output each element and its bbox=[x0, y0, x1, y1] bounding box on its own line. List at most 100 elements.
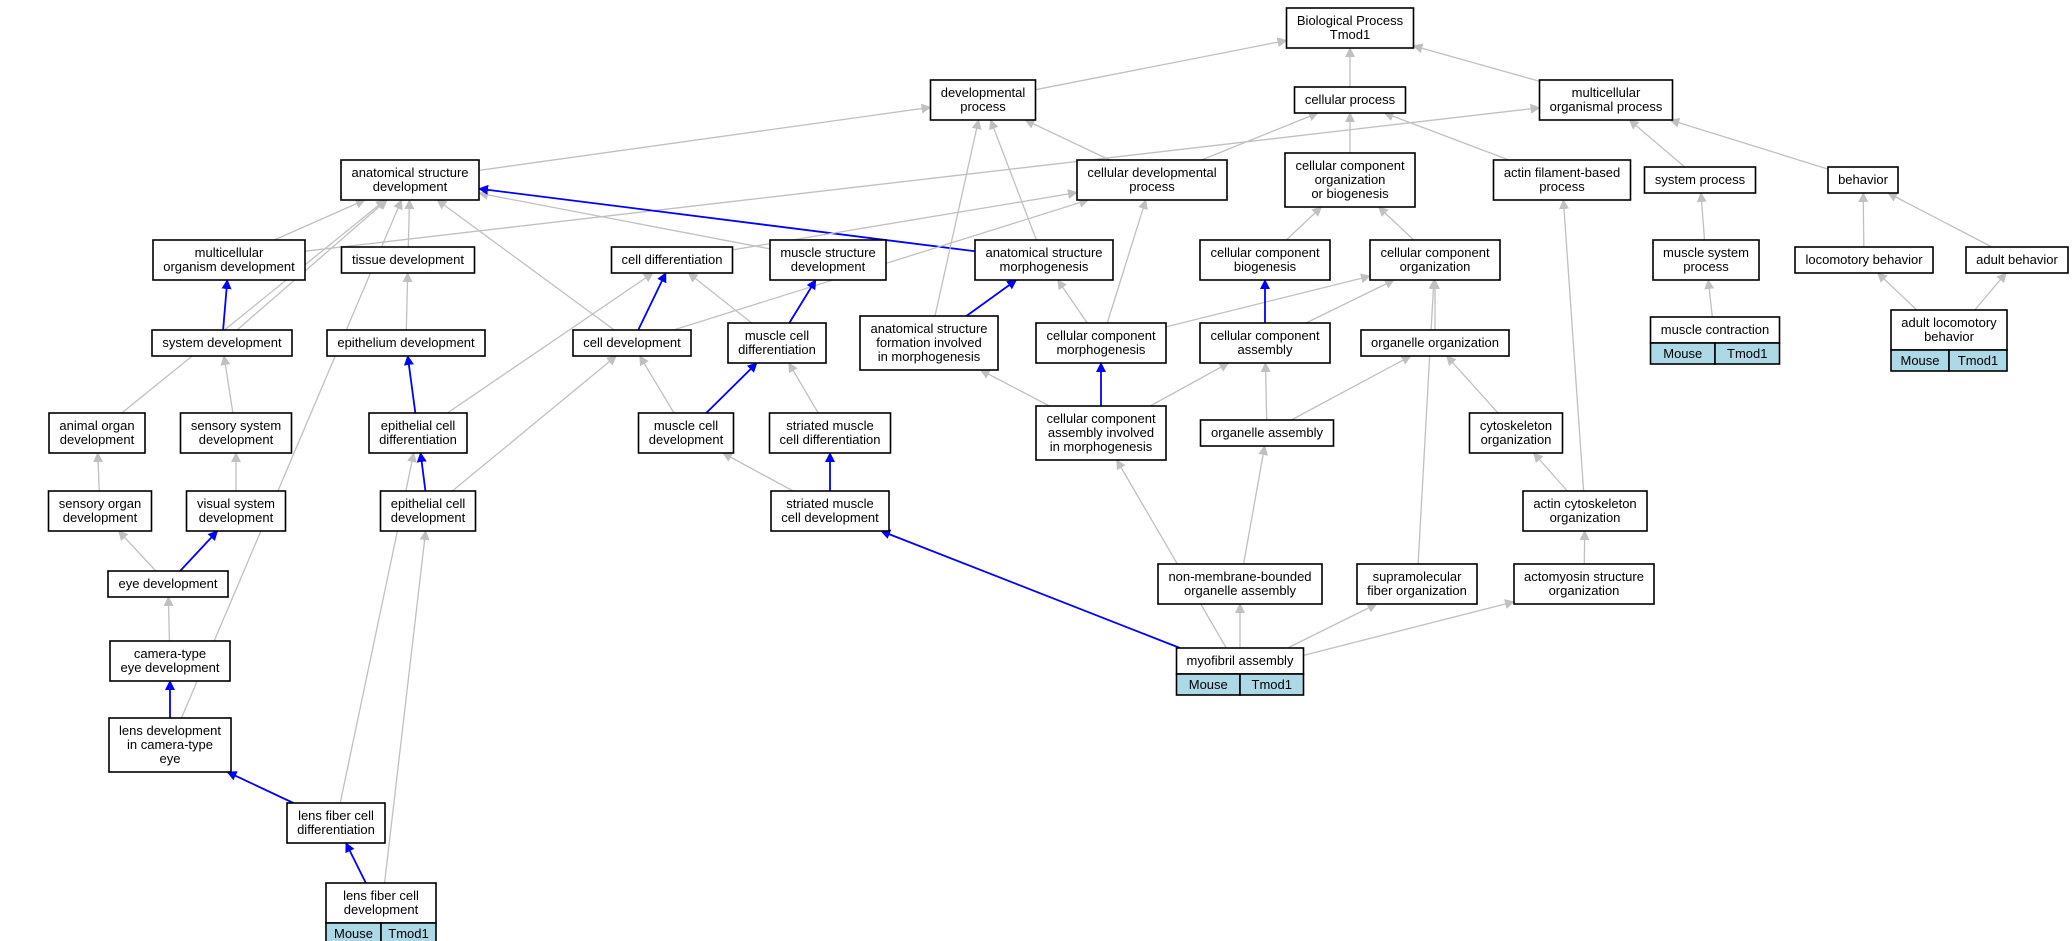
term-box bbox=[1356, 563, 1478, 605]
term-box bbox=[929, 79, 1037, 121]
is-a-edge-sensorysysdev-to-sysdev bbox=[220, 355, 234, 414]
term-box bbox=[109, 640, 231, 682]
part-of-edge-anatform-to-anatmorph bbox=[965, 279, 1018, 317]
term-label: cellular component bbox=[1295, 158, 1405, 173]
term-label: differentiation bbox=[379, 432, 457, 447]
term-node-organelleassembly[interactable]: organelle assembly bbox=[1199, 419, 1335, 447]
term-node-sysdev[interactable]: system development bbox=[151, 329, 293, 357]
is-a-edge-anatmorph-to-devproc bbox=[989, 119, 1037, 241]
term-label: eye development bbox=[118, 576, 217, 591]
is-a-edge-anatdev-to-devproc bbox=[478, 103, 932, 172]
term-node-sysproc[interactable]: system process bbox=[1643, 166, 1757, 194]
is-a-edge-ccmorph-to-anatmorph bbox=[1057, 279, 1088, 324]
term-box bbox=[974, 239, 1114, 281]
term-label: behavior bbox=[1838, 172, 1889, 187]
term-node-eyedev[interactable]: eye development bbox=[107, 570, 229, 598]
term-box bbox=[769, 239, 887, 281]
term-label: cell development bbox=[583, 335, 681, 350]
is-a-edge-adultloco-to-adultbeh bbox=[1974, 272, 2007, 311]
term-label: lens fiber cell bbox=[298, 808, 374, 823]
term-box bbox=[1293, 86, 1407, 114]
term-label: sensory system bbox=[191, 418, 281, 433]
is-a-edge-eyedev-to-sensoryorgandev bbox=[117, 530, 157, 572]
annotation-label: Mouse bbox=[1663, 346, 1702, 361]
is-a-edge-musclesysproc-to-sysproc bbox=[1696, 192, 1707, 241]
term-node-celldiff[interactable]: cell differentiation bbox=[610, 246, 734, 274]
term-node-organelleorg[interactable]: organelle organization bbox=[1360, 329, 1510, 357]
term-node-epidev[interactable]: epithelium development bbox=[326, 329, 486, 357]
is-a-edge-musclecelldev-to-celldev bbox=[639, 355, 675, 414]
term-box bbox=[1157, 563, 1323, 605]
term-box bbox=[859, 315, 999, 371]
is-a-edge-actinproc-to-cellproc bbox=[1383, 111, 1510, 161]
term-node-adultbeh[interactable]: adult behavior bbox=[1965, 246, 2069, 274]
term-label: organismal process bbox=[1550, 99, 1663, 114]
term-label: process bbox=[1683, 259, 1729, 274]
term-label: cellular component bbox=[1210, 328, 1320, 343]
is-a-edge-supramol-to-ccorg bbox=[1417, 279, 1439, 565]
term-node-locobeh[interactable]: locomotory behavior bbox=[1794, 246, 1934, 274]
term-box bbox=[1285, 7, 1415, 49]
annotation-label: Mouse bbox=[1900, 353, 1939, 368]
term-node-tissuedev[interactable]: tissue development bbox=[340, 246, 476, 274]
annotation-label: Tmod1 bbox=[388, 926, 428, 941]
term-node-behavior[interactable]: behavior bbox=[1827, 166, 1899, 194]
term-node-celldev[interactable]: cell development bbox=[572, 329, 692, 357]
term-label: behavior bbox=[1924, 329, 1975, 344]
term-label: myofibril assembly bbox=[1187, 653, 1294, 668]
is-a-edge-musclecelldiff-to-celldiff bbox=[687, 272, 753, 324]
term-node-cellproc[interactable]: cellular process bbox=[1293, 86, 1407, 114]
is-a-edge-celldevproc-to-cellproc bbox=[1201, 111, 1319, 161]
annotation-label: Tmod1 bbox=[1727, 346, 1767, 361]
term-box bbox=[1175, 647, 1305, 675]
term-label: organization bbox=[1400, 259, 1471, 274]
term-label: anatomical structure bbox=[870, 321, 987, 336]
is-a-edge-musclestructdev-to-anatdev bbox=[478, 189, 771, 250]
term-label: locomotory behavior bbox=[1805, 252, 1923, 267]
term-label: organelle assembly bbox=[1184, 583, 1297, 598]
term-label: development bbox=[199, 432, 274, 447]
term-box bbox=[1492, 159, 1632, 201]
term-label: developmental bbox=[941, 85, 1026, 100]
term-label: cellular component bbox=[1046, 328, 1156, 343]
